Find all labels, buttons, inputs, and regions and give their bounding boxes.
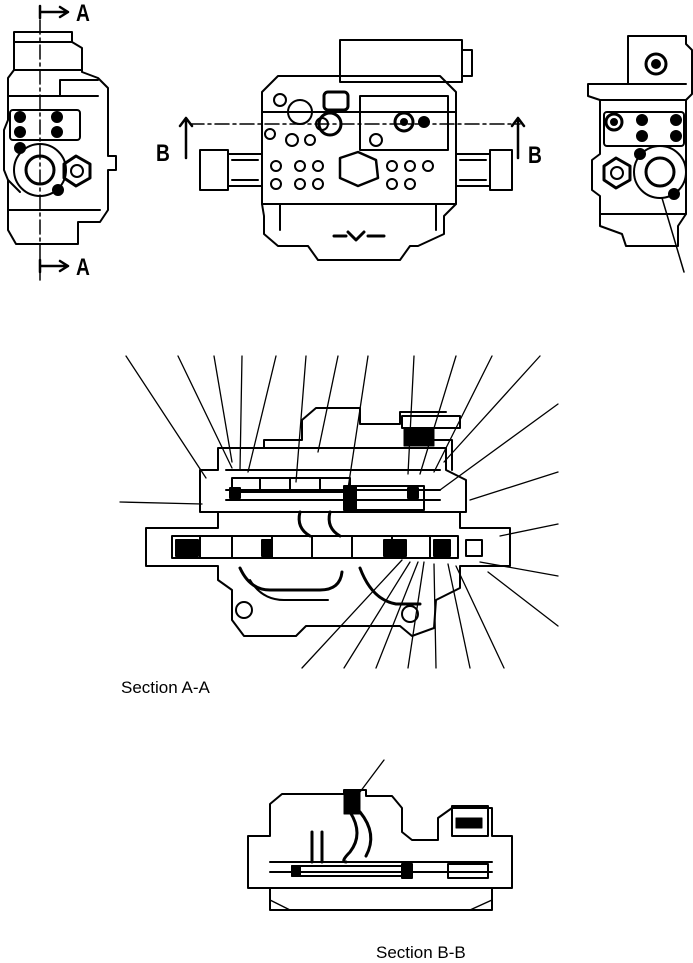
section-a-a-drawing xyxy=(119,355,559,669)
cut-label-b-left: B xyxy=(156,140,170,167)
cut-label-a-top: A xyxy=(76,0,90,27)
section-b-b-drawing xyxy=(247,759,513,911)
right-side-view xyxy=(587,35,693,273)
cut-label-a-bottom: A xyxy=(76,254,90,281)
section-b-caption: Section B-B xyxy=(376,943,466,962)
section-a-caption: Section A-A xyxy=(121,678,210,697)
cut-label-b-right: B xyxy=(528,142,542,169)
front-view xyxy=(178,39,526,261)
left-side-view xyxy=(3,4,117,281)
